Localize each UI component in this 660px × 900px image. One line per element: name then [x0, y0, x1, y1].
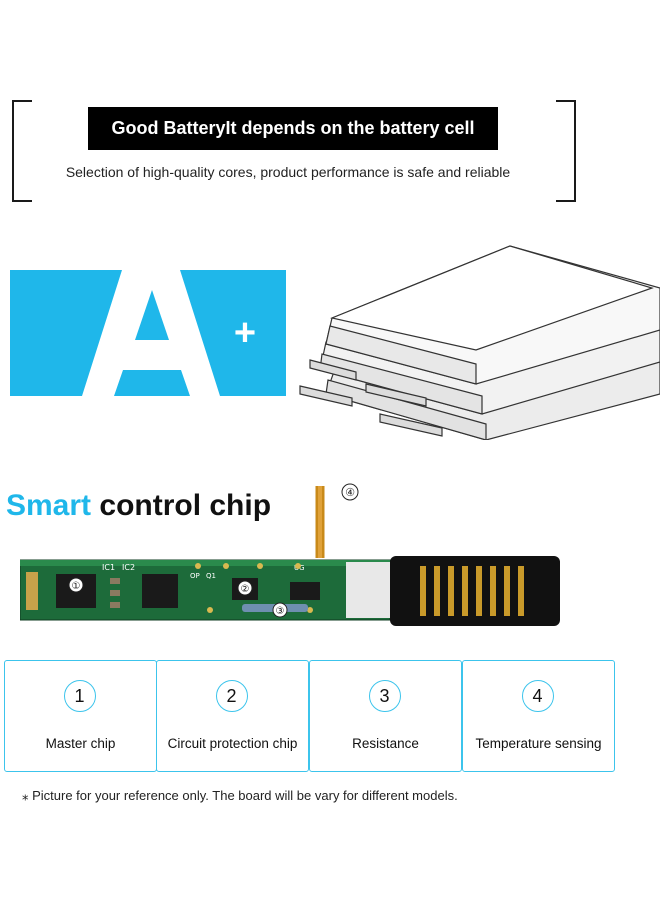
- label-ic1: IC1: [102, 563, 115, 572]
- callout-3: ③: [276, 606, 285, 617]
- grade-letter-counter: [135, 290, 169, 340]
- feature-label: Circuit protection chip: [167, 736, 298, 751]
- feature-card-resistance: 3 Resistance: [309, 660, 462, 772]
- label-ic2: IC2: [122, 563, 135, 572]
- headline-banner: Good BatteryIt depends on the battery ce…: [88, 107, 498, 150]
- label-q1: Q1: [206, 572, 216, 580]
- feature-label: Master chip: [45, 736, 116, 751]
- chip-title-accent: Smart: [6, 489, 92, 522]
- battery-connector: [390, 556, 560, 626]
- feature-number: 3: [368, 680, 401, 712]
- footnote-text: ⁎ Picture for your reference only. The b…: [22, 788, 458, 803]
- feature-number: 2: [215, 680, 248, 712]
- label-op: OP: [190, 572, 200, 580]
- feature-label: Temperature sensing: [475, 736, 602, 751]
- subline-text: Selection of high-quality cores, product…: [65, 164, 511, 180]
- ic2-chip: [142, 574, 178, 608]
- callout-1: ①: [72, 581, 81, 592]
- battery-cells-illustration: [299, 245, 660, 440]
- feature-number: 1: [63, 680, 96, 712]
- feature-card-master-chip: 1 Master chip: [4, 660, 157, 772]
- feature-label: Resistance: [352, 736, 419, 751]
- callout-4: ④: [345, 486, 355, 499]
- grade-a-plus-icon: + A: [10, 270, 286, 396]
- feature-card-circuit-protection: 2 Circuit protection chip: [156, 660, 309, 772]
- chip-title-rest: control chip: [91, 489, 272, 522]
- feature-number: 4: [521, 680, 554, 712]
- left-bracket: [12, 100, 32, 202]
- right-bracket: [556, 100, 576, 202]
- protection-board-illustration: ④ ① IC1 IC2 ② OP Q1 UG ③: [20, 483, 560, 626]
- feature-card-temperature: 4 Temperature sensing: [462, 660, 615, 772]
- grade-modifier: +: [234, 312, 256, 354]
- chip-section-title: Smart control chip: [6, 489, 271, 523]
- callout-2: ②: [241, 584, 250, 595]
